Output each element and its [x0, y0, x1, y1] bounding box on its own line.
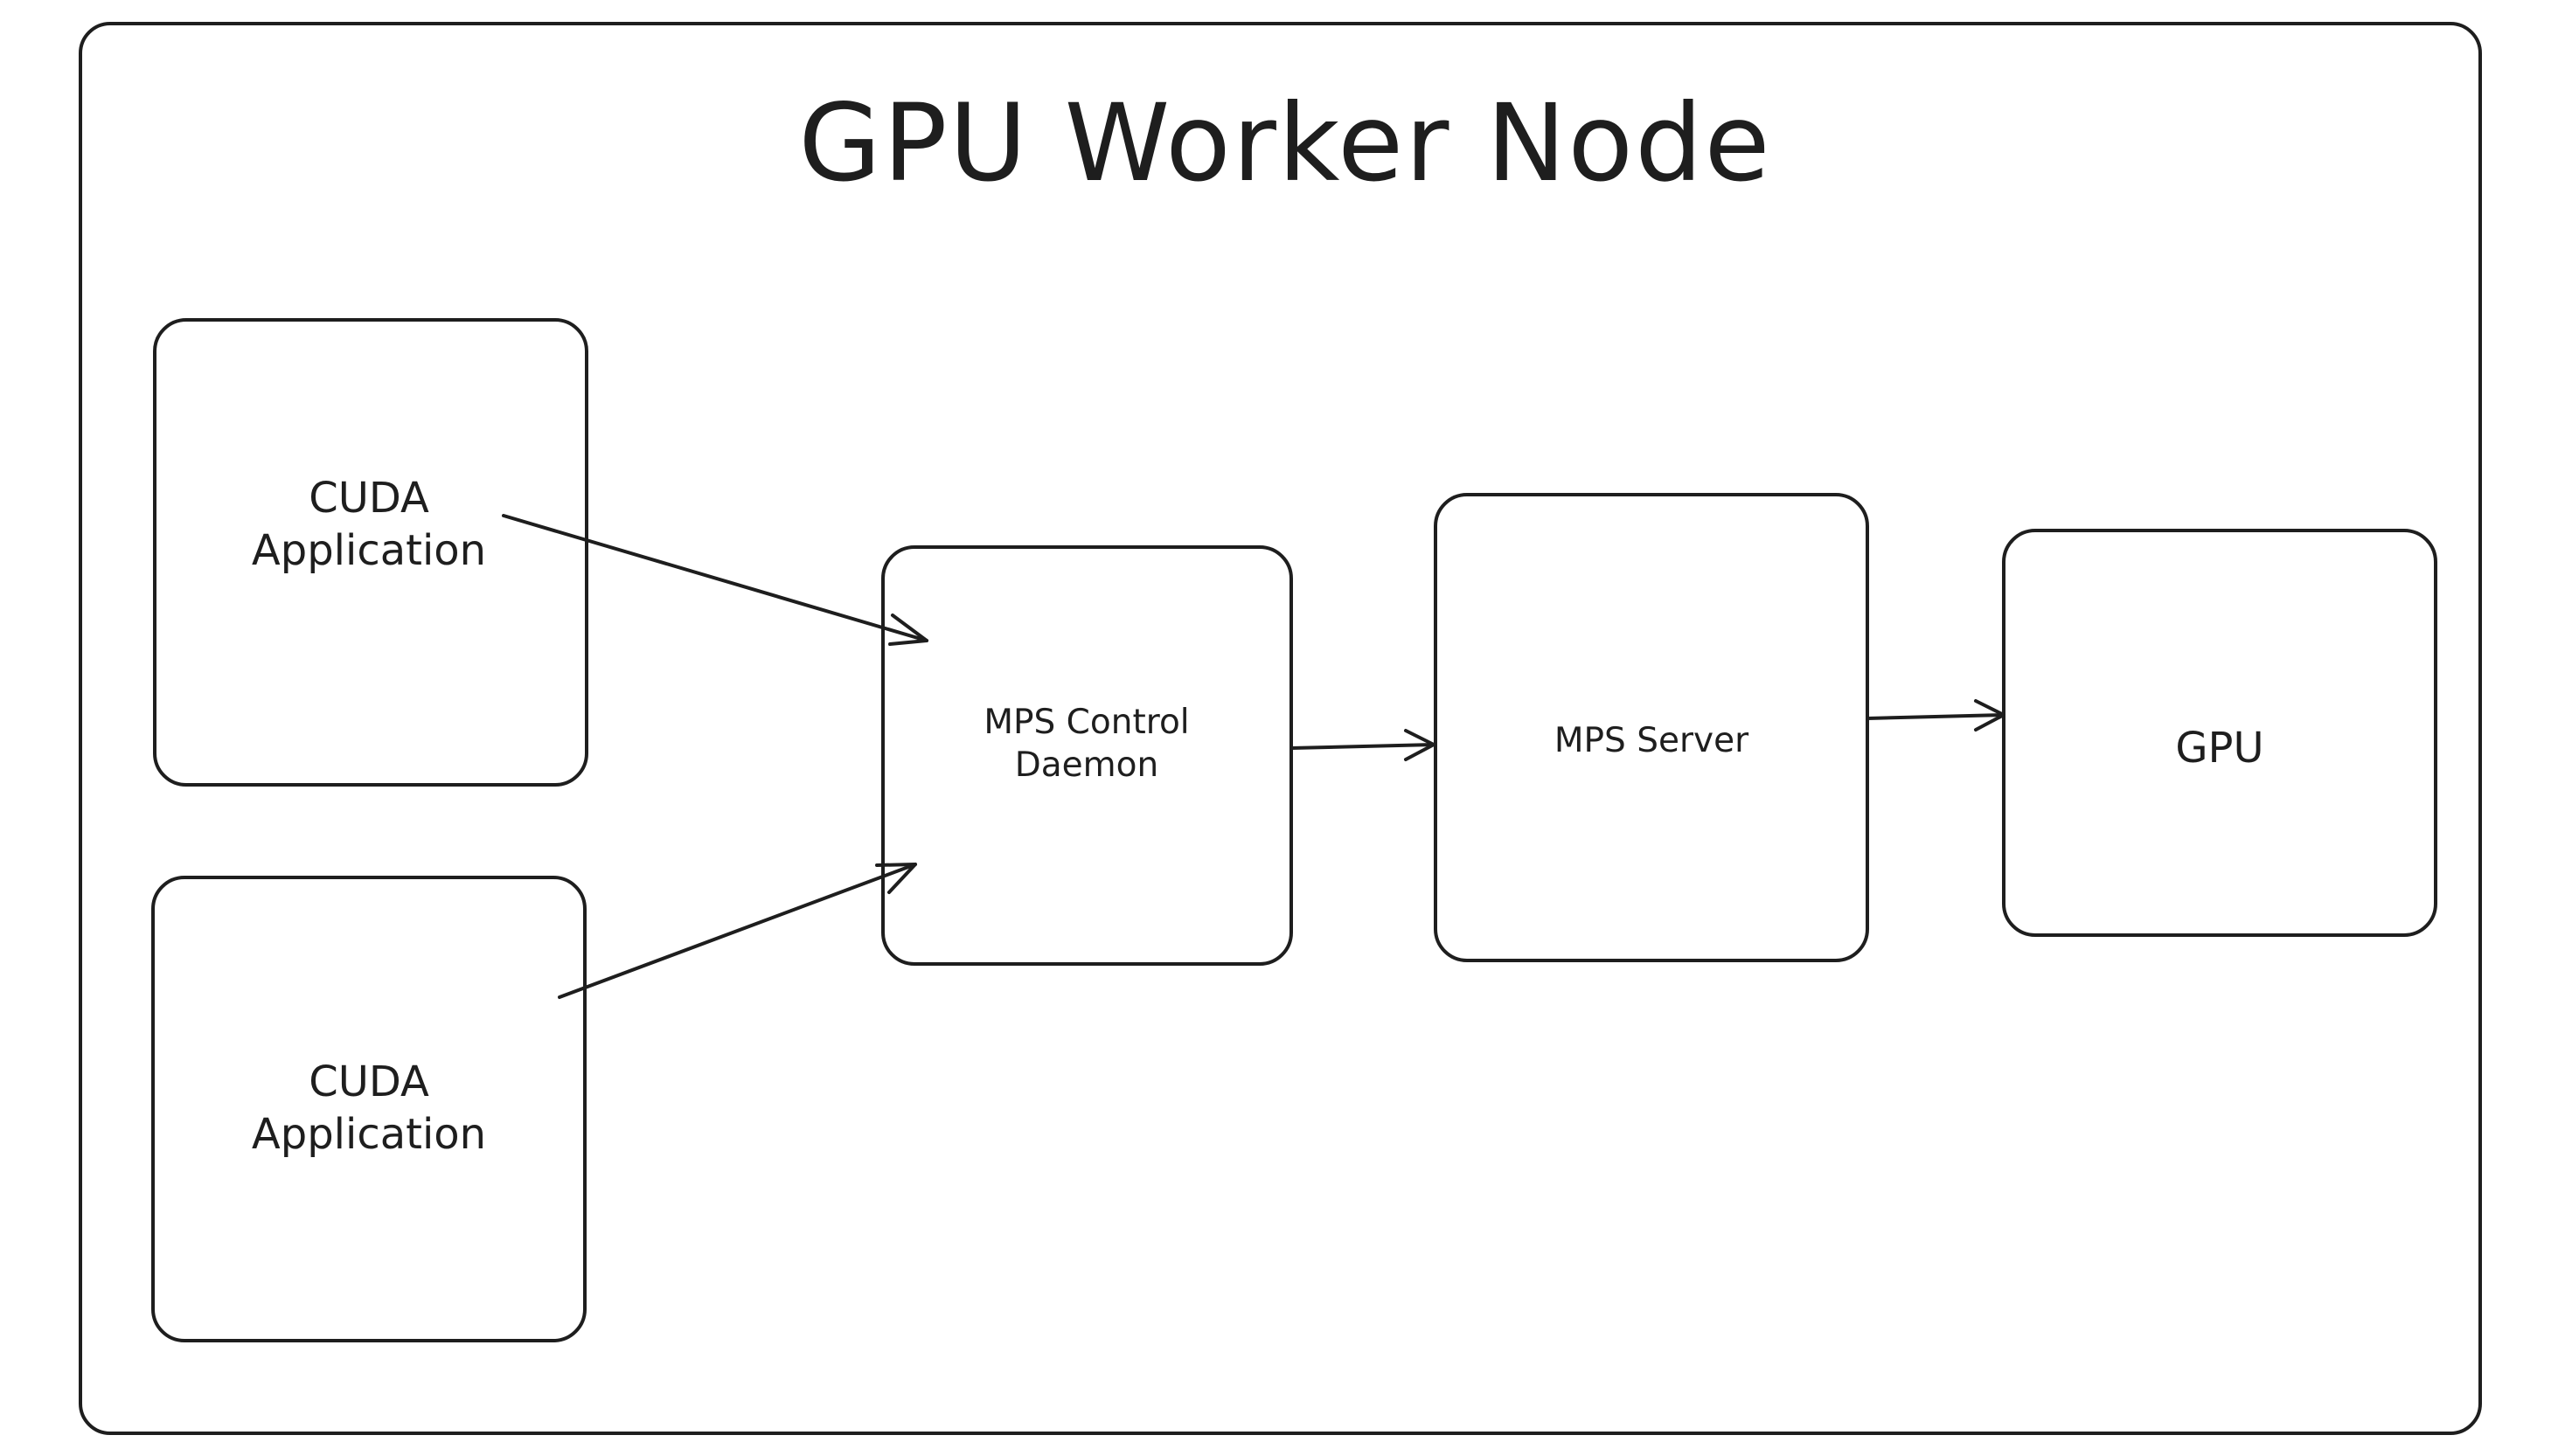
mps-server-label: MPS Server — [1554, 721, 1749, 760]
cuda-application-box-1 — [153, 318, 588, 787]
mps-control-daemon-label: MPS Control Daemon — [984, 703, 1190, 785]
cuda-application-label-2: CUDA Application — [251, 1057, 487, 1159]
cuda-application-label-1: CUDA Application — [251, 474, 487, 575]
gpu-label: GPU — [2175, 724, 2264, 773]
gpu-box — [2002, 529, 2437, 937]
cuda-application-box-2 — [151, 876, 587, 1342]
edge-mps-control-daemon-to-mps-server — [1289, 729, 1435, 761]
mps-control-daemon-box — [881, 545, 1293, 966]
edge-cuda-app-2-to-mps-control-daemon — [558, 863, 917, 999]
edge-cuda-app-1-to-mps-control-daemon — [502, 514, 928, 646]
diagram-title: GPU Worker Node — [798, 81, 1772, 205]
mps-server-box — [1434, 493, 1869, 962]
worker-node-frame — [79, 22, 2482, 1435]
edge-mps-server-to-gpu — [1866, 699, 2005, 731]
